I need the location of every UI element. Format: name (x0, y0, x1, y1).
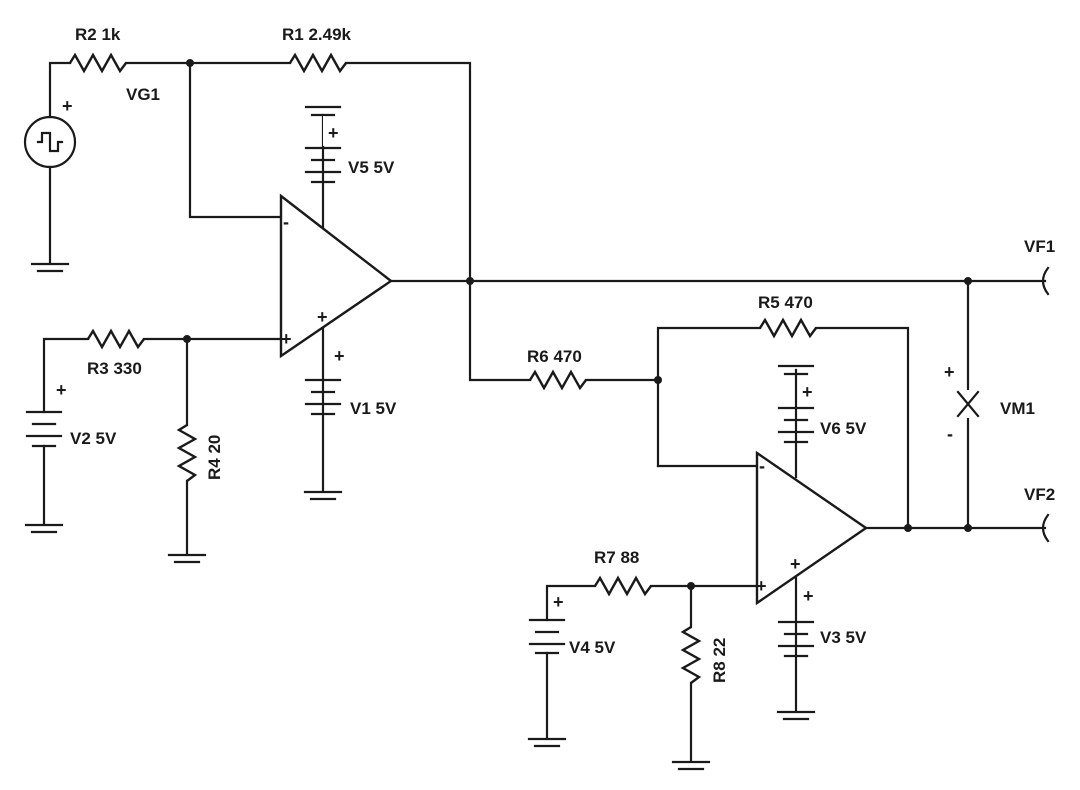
ground-r4 (167, 553, 207, 564)
voltmeter-vm1 (956, 390, 980, 418)
junction-top-node (186, 59, 194, 67)
batteries (25, 105, 815, 658)
resistor-r7 (593, 575, 652, 597)
resistor-r3 (86, 328, 145, 350)
opamp-u1 (279, 193, 394, 359)
label-r4: R4 20 (205, 435, 224, 480)
label-r1: R1 2.49k (282, 25, 352, 44)
battery-v2 (25, 410, 63, 448)
wires (42, 61, 1047, 762)
junction-u1-output (466, 277, 474, 285)
connector-vf2-icon (1041, 513, 1050, 543)
label-v2: V2 5V (70, 429, 117, 448)
label-v6: V6 5V (820, 419, 867, 438)
wire-v4-to-r7 (545, 584, 597, 622)
junction-r6-r5 (654, 376, 662, 384)
sign-u1-inv: - (283, 212, 289, 232)
resistor-r2 (68, 52, 127, 74)
sign-v1-plus: + (334, 346, 345, 366)
label-vf1: VF1 (1024, 237, 1055, 256)
resistor-r8 (680, 625, 702, 684)
junction-r3-r4 (183, 335, 191, 343)
label-v5: V5 5V (348, 158, 395, 177)
sign-u1-vsup: + (317, 307, 328, 327)
junction-r7-r8 (687, 582, 695, 590)
sign-vm1-plus: + (944, 362, 955, 382)
signal-source-vg1 (23, 115, 77, 169)
connector-vf1-icon (1041, 266, 1050, 296)
wire-r1-to-output (344, 61, 472, 283)
square-wave-icon (36, 131, 64, 153)
wire-node-to-r5 (656, 326, 762, 468)
ground-v1 (303, 490, 343, 501)
sign-v2-plus: + (56, 380, 67, 400)
resistor-r5 (758, 317, 817, 339)
ground-v4 (527, 737, 567, 748)
label-v1: V1 5V (350, 399, 397, 418)
sign-u2-vsup: + (790, 554, 801, 574)
sign-v5-plus: + (328, 123, 339, 143)
label-r3: R3 330 (87, 359, 142, 378)
wire-v2-to-r3 (42, 337, 90, 414)
resistor-r6 (528, 369, 587, 391)
label-r8: R8 22 (710, 638, 729, 683)
sign-u2-inv: - (759, 456, 765, 476)
sign-vg1-plus: + (62, 96, 73, 116)
ground-vg1 (30, 262, 70, 273)
battery-v4 (528, 618, 566, 655)
junction-vf2-vm1 (964, 524, 972, 532)
sign-v3-plus: + (803, 586, 814, 606)
sign-v4-plus: + (553, 592, 564, 612)
ground-r8 (671, 760, 711, 771)
junction-vf1-vm1 (964, 277, 972, 285)
labels: R2 1k R1 2.49k VG1 V5 5V R3 330 V1 5V V2… (70, 25, 1055, 683)
label-vg1: VG1 (126, 85, 160, 104)
sign-vm1-minus: - (947, 424, 953, 444)
resistor-r4 (176, 423, 198, 482)
label-vm1: VM1 (1000, 399, 1035, 418)
grounds (24, 262, 816, 771)
label-r6: R6 470 (527, 347, 582, 366)
ground-v2 (24, 523, 64, 534)
label-r7: R7 88 (594, 548, 639, 567)
label-v3: V3 5V (820, 628, 867, 647)
battery-v6 (777, 364, 815, 444)
sign-u2-noninv: + (756, 576, 767, 596)
battery-v3 (777, 620, 815, 658)
label-r5: R5 470 (758, 293, 813, 312)
label-vf2: VF2 (1024, 485, 1055, 504)
label-r2: R2 1k (75, 25, 121, 44)
junction-r5-output (904, 524, 912, 532)
battery-v5 (304, 105, 342, 184)
resistors (68, 52, 817, 684)
ground-v3 (776, 710, 816, 721)
wire-vg1-to-r2 (48, 61, 72, 119)
wire-top-node-to-inverting (188, 61, 283, 219)
wire-r5-to-output (814, 326, 910, 530)
opamp-u2 (755, 450, 869, 606)
label-v4: V4 5V (569, 638, 616, 657)
sign-u1-noninv: + (281, 329, 292, 349)
resistor-r1 (288, 52, 347, 74)
sign-v6-plus: + (802, 382, 813, 402)
wire-output-to-r6 (468, 279, 532, 382)
polarity-signs: + + - + + + + + - + + + + + - (56, 96, 955, 612)
battery-v1 (304, 378, 342, 416)
junctions (183, 59, 972, 590)
